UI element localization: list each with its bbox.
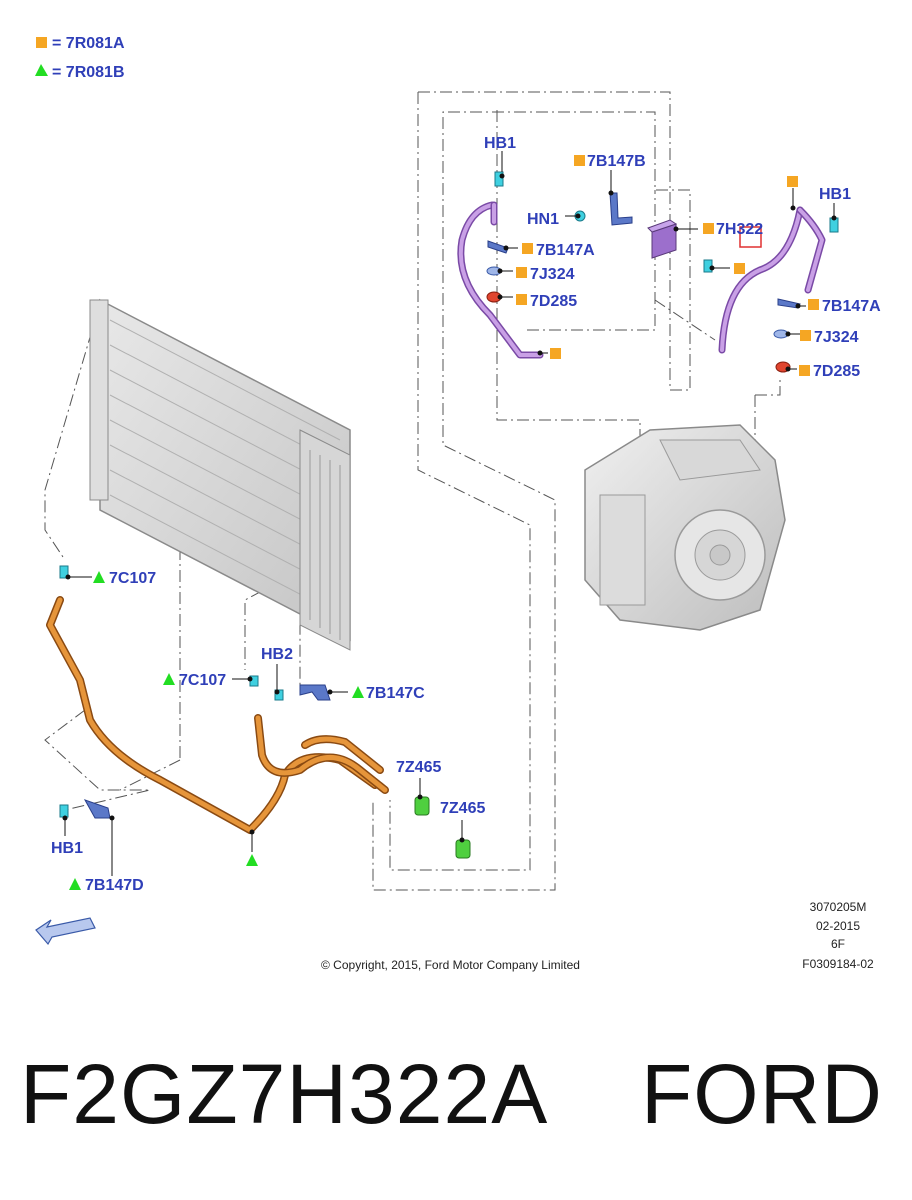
- label-7z465-b: 7Z465: [440, 800, 485, 817]
- legend-triangle-marker: [35, 64, 48, 76]
- label-hb1-top-left: HB1: [484, 135, 516, 152]
- legend-triangle-text: = 7R081B: [52, 64, 125, 81]
- label-hb2: HB2: [261, 646, 293, 663]
- legend-square-text: = 7R081A: [52, 35, 125, 52]
- upper-cooler-lines: [457, 201, 826, 359]
- parts-diagram: = 7R081A = 7R081B: [35, 35, 881, 972]
- label-7c107-upper: 7C107: [109, 570, 156, 587]
- brackets: [83, 192, 801, 819]
- label-7b147c: 7B147C: [366, 685, 425, 702]
- label-hn1: HN1: [527, 211, 559, 228]
- square-markers: [516, 155, 819, 376]
- 7h322-highlight-box: [739, 226, 762, 248]
- label-7j324-right: 7J324: [814, 329, 859, 346]
- info-line-3: 6F: [831, 937, 845, 951]
- label-7h322: 7H322: [716, 221, 763, 238]
- 7z465-hose-b: [455, 839, 471, 859]
- triangle-markers: [69, 571, 364, 890]
- 7h322-part: [647, 219, 678, 259]
- cyan-clips: [59, 171, 839, 818]
- part-number-caption: F2GZ7H322A FORD: [20, 1047, 883, 1141]
- info-line-2: 02-2015: [816, 919, 860, 933]
- legend-square-marker: [36, 37, 47, 48]
- label-hb1-bottom: HB1: [51, 840, 83, 857]
- transmission: [584, 424, 786, 631]
- radiator: [89, 298, 351, 651]
- label-7j324-left: 7J324: [530, 266, 575, 283]
- 7z465-hose-a: [414, 796, 430, 816]
- label-7c107-lower: 7C107: [179, 672, 226, 689]
- label-7b147a-right: 7B147A: [822, 298, 881, 315]
- info-line-4: F0309184-02: [802, 957, 874, 971]
- info-line-1: 3070205M: [810, 900, 867, 914]
- label-7b147d: 7B147D: [85, 877, 144, 894]
- legend: = 7R081A = 7R081B: [35, 35, 125, 81]
- label-7b147a-left: 7B147A: [536, 242, 595, 259]
- front-direction-arrow-icon: [35, 917, 96, 946]
- label-7d285-left: 7D285: [530, 293, 577, 310]
- copyright-notice: © Copyright, 2015, Ford Motor Company Li…: [321, 958, 580, 972]
- lower-cooler-lines: [46, 596, 389, 834]
- label-7d285-right: 7D285: [813, 363, 860, 380]
- label-7b147b: 7B147B: [587, 153, 646, 170]
- label-7z465-a: 7Z465: [396, 759, 441, 776]
- callout-dots: [62, 173, 837, 843]
- label-hb1-top-right: HB1: [819, 186, 851, 203]
